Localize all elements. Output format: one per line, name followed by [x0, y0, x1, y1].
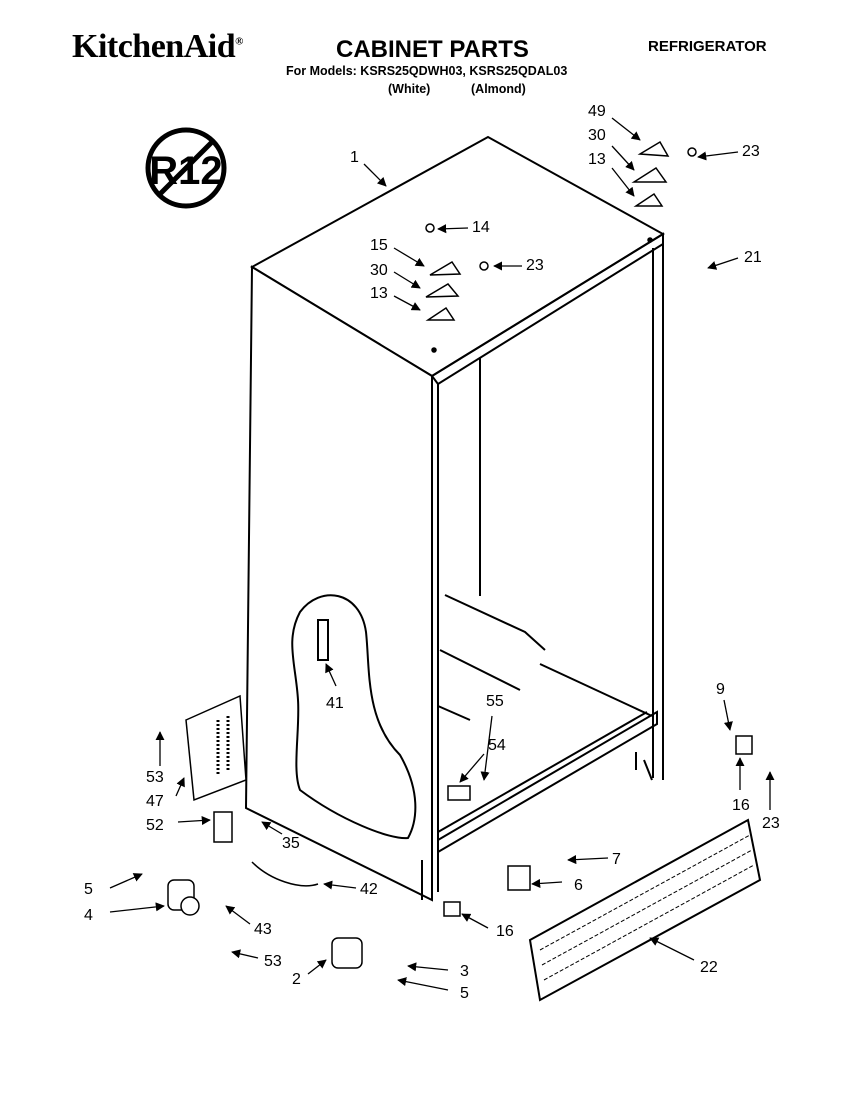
variant-white: (White): [388, 82, 431, 96]
callout-47: 47: [146, 793, 164, 810]
callout-15: 15: [370, 237, 388, 254]
callout-53-upper: 53: [146, 769, 164, 786]
callout-30-top-right: 30: [588, 127, 606, 144]
drain-tube-41: [317, 619, 329, 661]
roller-wheel-front: [180, 896, 200, 916]
part-number-callouts: 1 49 30 13 23 14 15 23 30 13 21 41 55 54…: [84, 103, 780, 1002]
brand-registered-mark: ®: [235, 35, 243, 48]
roller-assembly-rear: [331, 937, 363, 969]
top-left-hinge-assembly: [425, 223, 489, 353]
bracket-16-lower: [443, 901, 461, 917]
page-title: CABINET PARTS: [336, 36, 529, 63]
callout-6: 6: [574, 877, 583, 894]
callout-5-bottom: 5: [460, 985, 469, 1002]
callout-13-top-left: 13: [370, 285, 388, 302]
callout-52: 52: [146, 817, 164, 834]
callout-53-lower: 53: [264, 953, 282, 970]
callout-21: 21: [744, 249, 762, 266]
callout-7: 7: [612, 851, 621, 868]
callout-30-top-left: 30: [370, 262, 388, 279]
callout-2: 2: [292, 971, 301, 988]
callout-16-bottom: 16: [496, 923, 514, 940]
clip-54: [447, 785, 471, 801]
callout-41: 41: [326, 695, 344, 712]
callout-3: 3: [460, 963, 469, 980]
callout-35: 35: [282, 835, 300, 852]
callout-49: 49: [588, 103, 606, 120]
appliance-type: REFRIGERATOR: [648, 38, 767, 55]
callout-42: 42: [360, 881, 378, 898]
callout-43: 43: [254, 921, 272, 938]
brand-name: KitchenAid: [72, 28, 236, 65]
callout-5-left: 5: [84, 881, 93, 898]
top-right-hinge-assembly: [631, 140, 697, 243]
callout-14: 14: [472, 219, 490, 236]
models-line: For Models: KSRS25QDWH03, KSRS25QDAL03: [286, 64, 568, 78]
callout-23-top-right: 23: [742, 143, 760, 160]
insulation-cutaway: [291, 594, 417, 840]
callout-1: 1: [350, 149, 359, 166]
callout-4: 4: [84, 907, 93, 924]
rear-access-panel: [185, 694, 247, 802]
hinge-bracket-16: [735, 735, 753, 755]
callout-23-top-left: 23: [526, 257, 544, 274]
callout-54: 54: [488, 737, 506, 754]
panel-bracket-52: [213, 811, 233, 843]
callout-9: 9: [716, 681, 725, 698]
callout-13-top-right: 13: [588, 151, 606, 168]
no-r12-refrigerant-icon: R12: [145, 127, 227, 209]
variant-almond: (Almond): [471, 82, 526, 96]
water-tube-42: [251, 861, 319, 887]
bracket-6: [507, 865, 531, 891]
toe-grille: [528, 818, 762, 1002]
callout-22: 22: [700, 959, 718, 976]
callout-23-right: 23: [762, 815, 780, 832]
callout-55: 55: [486, 693, 504, 710]
kitchenaid-logo: KitchenAid®: [72, 28, 243, 66]
callout-16-right: 16: [732, 797, 750, 814]
